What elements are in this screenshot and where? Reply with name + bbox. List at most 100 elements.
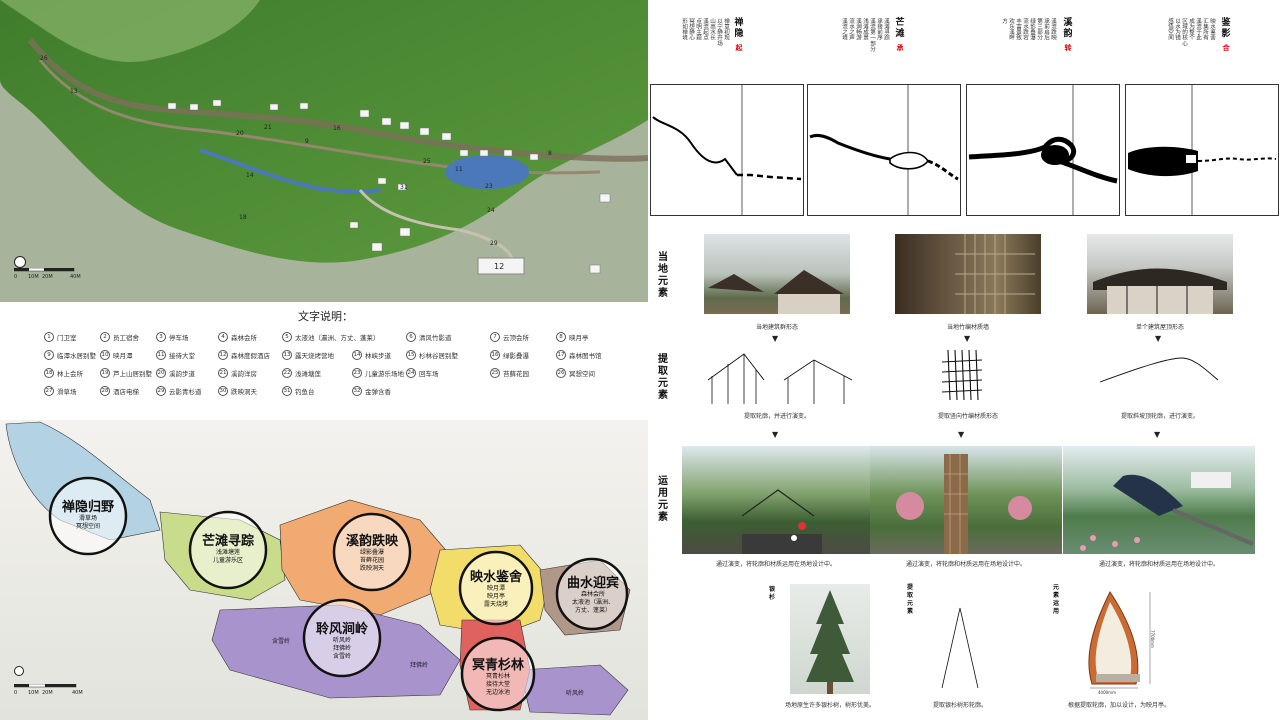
caption-extract: 提取斜坡顶轮廓，进行演变。 [1120, 413, 1199, 420]
zone-sub: 听风岭 [332, 637, 351, 644]
caption-apply: 通过演变，将轮廓和材质运用在场地设计中。 [905, 561, 1026, 568]
plan-marker: 25 [423, 158, 431, 165]
plan-marker: 21 [264, 124, 272, 131]
row-label-char: 元 [658, 276, 668, 287]
column-text-line: 禅意初现 [723, 18, 729, 41]
row-label-char: 提 [658, 354, 668, 365]
zone-map: 禅隐归野 滑草场 冥想空间 芒滩寻踪 浅滩塘莲 儿童游乐区 溪韵跌映 绿影叠瀑 … [0, 420, 648, 720]
column-text-line: 溪涧畅游 [855, 18, 861, 41]
row-label-char: 素 [658, 288, 668, 299]
column-text-line: 承前启后 [1043, 18, 1049, 41]
legend-number: 27 [44, 386, 54, 396]
legend-text: 儿童游乐场地 [365, 370, 404, 378]
legend-text: 森林会所 [231, 334, 257, 342]
legend-number: 8 [556, 332, 566, 342]
legend-text: 溪韵步道 [169, 370, 195, 378]
mini-label-char: 素 [1052, 592, 1059, 599]
caption-apply: 通过演变，将轮廓和材质运用在场地设计中。 [1098, 561, 1219, 568]
zone-name: 映水鉴舍 [469, 570, 522, 585]
legend-text: 芦上山居别墅 [113, 370, 152, 378]
row-label-char: 元 [658, 378, 668, 389]
legend-text: 绿影叠瀑 [503, 352, 529, 360]
row-label-extract: 提取元素 [656, 354, 670, 402]
column-text-line: 丰富景致 [1015, 18, 1021, 41]
column-title: 溪韵 [1063, 18, 1073, 39]
legend-text: 云影青杉道 [169, 388, 202, 396]
label-extract-element: 提取元素 [906, 584, 914, 616]
legend-number: 4 [218, 332, 228, 342]
pavilion-model [1088, 591, 1151, 689]
plan-marker: 13 [70, 88, 78, 95]
zone-sub: 接待大堂 [485, 681, 510, 688]
zone-mingqing: 冥青杉林 冥青杉林 接待大堂 无边泳池 [456, 654, 540, 697]
zone-qushui: 曲水迎宾 森林会所 太液池（瀛洲、 方丈、蓬莱） [556, 572, 630, 615]
row-label-char: 取 [658, 366, 668, 377]
legend-number: 12 [218, 350, 228, 360]
row-label-char: 地 [658, 264, 668, 275]
scale-20m: 20M [42, 274, 53, 280]
zone-name: 聆风涧岭 [315, 622, 368, 637]
column-text-line: 绿影叠瀑 [1029, 18, 1035, 41]
mini-label-char: 用 [1052, 608, 1059, 615]
ridge-label: 听风岭 [566, 690, 585, 697]
column-text-line: 欢乐溪畔 [1008, 18, 1014, 41]
column-text-line: 溪滩寻踪 [883, 18, 889, 41]
legend-number: 15 [406, 350, 416, 360]
down-arrow-icon: ▼ [1154, 430, 1161, 439]
mini-label-char: 杉 [768, 594, 775, 601]
zone-sub: 冥想空间 [75, 523, 100, 530]
zone-sub: 森林会所 [580, 591, 605, 598]
legend-text: 林上会所 [57, 370, 83, 378]
scale-40m: 40M [70, 274, 81, 280]
zone-sub: 儿童游乐区 [212, 557, 243, 564]
row-label-char: 素 [658, 390, 668, 401]
dimension-width: 4000mm [1098, 690, 1116, 695]
down-arrow-icon: ▼ [958, 430, 965, 439]
legend-text: 露天烧烤营地 [295, 352, 334, 360]
column-text-line: 山高水长 [709, 18, 715, 41]
legend-text: 冥想空间 [569, 370, 595, 378]
caption-extract: 提取竖向竹编材质形态 [937, 413, 998, 420]
column-text-line: 点明主题 [695, 18, 701, 41]
legend-number: 16 [490, 350, 500, 360]
mini-label-char: 取 [906, 592, 913, 599]
scale-40m: 40M [72, 690, 83, 696]
ridge-label: 拜佛岭 [410, 662, 429, 669]
caption-tree-outline: 提取银杉树形轮廓。 [932, 702, 987, 709]
diagram-panel-cheng [807, 84, 961, 216]
legend-text: 跌映洞天 [231, 388, 257, 396]
legend-number: 11 [156, 350, 166, 360]
legend-number: 17 [556, 350, 566, 360]
mini-label-char: 提 [906, 584, 913, 591]
legend-number: 22 [282, 368, 292, 378]
column-text-line: 方 [1001, 18, 1007, 24]
photo-local-buildings [704, 234, 850, 314]
legend-number: 7 [490, 332, 500, 342]
legend-text: 停车场 [169, 334, 189, 342]
diagram-panel-zhuan [966, 84, 1120, 216]
legend-text: 金弹含香 [365, 388, 391, 396]
caption-local: 当地竹编材质墙 [946, 324, 989, 331]
column-text: 映水鉴舍汇集所有溪流于此成为整个区域的核心以水为镜感悟空间 [1166, 18, 1215, 62]
column-text: 溪滩寻踪承接前序溪流第一部分浅滩成景溪涧畅游流水之声溪流之境 [840, 18, 889, 62]
legend-number: 14 [352, 350, 362, 360]
legend-number: 29 [156, 386, 166, 396]
